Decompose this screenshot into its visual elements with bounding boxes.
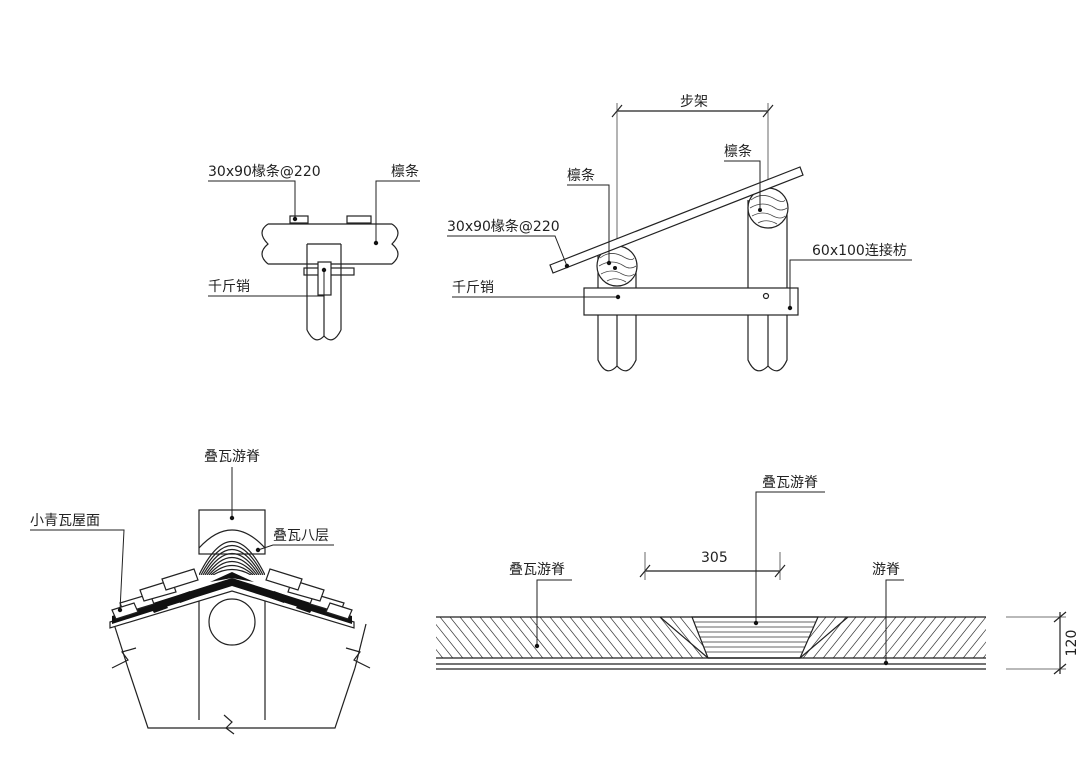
leader-dot <box>787 305 793 311</box>
post-end <box>306 329 342 341</box>
leader-line <box>724 160 761 209</box>
dimension-120-label: 120 <box>1064 630 1080 657</box>
leader-dot <box>292 216 298 222</box>
break-line-right <box>345 647 371 669</box>
eave-left <box>113 623 129 669</box>
break-line-left <box>111 647 137 669</box>
purlin-label-1: 檩条 <box>391 163 419 180</box>
break-mark <box>223 714 235 735</box>
stack-eight-label: 叠瓦八层 <box>273 528 329 544</box>
ridge-elev-top-label: 叠瓦游脊 <box>762 475 818 491</box>
leader-dot <box>883 660 889 666</box>
purlin-log-left-end <box>261 223 269 265</box>
rafter-block <box>289 215 309 224</box>
leader-line <box>447 235 568 267</box>
purlin-log-right-end <box>391 223 399 265</box>
eave-right <box>354 623 367 669</box>
step-span-annotations: 檩条 檩条 30x90椽条@220 60x100连接枋 千斤销 <box>447 143 912 311</box>
pin-label-2: 千斤销 <box>452 280 494 296</box>
leader-line <box>755 491 825 623</box>
roof-tiles-right <box>246 568 353 620</box>
leader-line <box>885 579 904 663</box>
ridge-mortar <box>210 572 254 582</box>
dimension-tick <box>1053 663 1067 675</box>
leader-line <box>30 529 125 611</box>
leader-line <box>789 259 912 308</box>
purlin-joint-detail <box>261 215 399 341</box>
ridge-arch <box>198 529 266 549</box>
leader-dot <box>255 547 261 553</box>
leader-dot <box>615 294 621 300</box>
leader-line <box>567 184 610 263</box>
roof-body-outline <box>127 667 356 729</box>
ridge-elev-right-label: 游脊 <box>872 562 900 578</box>
leader-dot <box>229 515 235 521</box>
pin-hole <box>762 292 770 300</box>
leader-dot <box>117 607 123 613</box>
purlin-joint-annotations: 30x90椽条@220 檩条 千斤销 <box>208 163 420 297</box>
leader-dot <box>753 620 759 626</box>
leader-dot <box>321 267 327 273</box>
rafter-block <box>346 215 372 224</box>
ridge-elev-left-label: 叠瓦游脊 <box>509 562 565 578</box>
tie-beam-label: 60x100连接枋 <box>812 242 907 259</box>
mortar-bed <box>112 578 352 624</box>
ridge-elevation-detail: 305 120 <box>436 550 1080 675</box>
ridge-tile-top-label: 叠瓦游脊 <box>204 449 260 465</box>
sloped-rafter <box>549 166 804 274</box>
roof-surface-label: 小青瓦屋面 <box>30 513 100 529</box>
dimension-305-label: 305 <box>701 550 728 566</box>
leader-dot <box>373 240 379 246</box>
rafter-spec-label-1: 30x90椽条@220 <box>208 163 321 180</box>
leader-line <box>257 544 334 551</box>
roof-tiles-left <box>111 568 218 620</box>
hatch-middle <box>692 621 818 653</box>
step-span-detail: 步架 <box>549 94 804 372</box>
leader-dot <box>606 260 612 266</box>
rafter-spec-label-2: 30x90椽条@220 <box>447 218 560 235</box>
leader-dot <box>534 643 540 649</box>
ridge-purlin <box>208 598 256 646</box>
ridge-section-detail <box>109 509 371 735</box>
pin-label-1: 千斤销 <box>208 279 250 295</box>
purlin-label-3: 檩条 <box>724 143 752 160</box>
ridge-section-annotations: 叠瓦游脊 小青瓦屋面 叠瓦八层 <box>30 449 334 613</box>
ridge-post <box>198 595 266 720</box>
dimension-tick <box>1053 611 1067 623</box>
leader-line <box>536 579 572 646</box>
purlin-label-2: 檩条 <box>567 167 595 184</box>
leader-dot <box>564 263 570 269</box>
post <box>306 243 342 330</box>
tie-beam <box>583 287 799 316</box>
leader-line <box>208 180 296 219</box>
hatch-right <box>800 617 986 658</box>
leader-line <box>208 270 325 297</box>
stacked-tiles-eight-layers <box>199 540 265 575</box>
step-span-label: 步架 <box>680 94 708 110</box>
hatch-left <box>436 617 708 658</box>
leader-line <box>375 180 420 243</box>
ridge-elevation-annotations: 叠瓦游脊 叠瓦游脊 游脊 <box>509 475 904 666</box>
